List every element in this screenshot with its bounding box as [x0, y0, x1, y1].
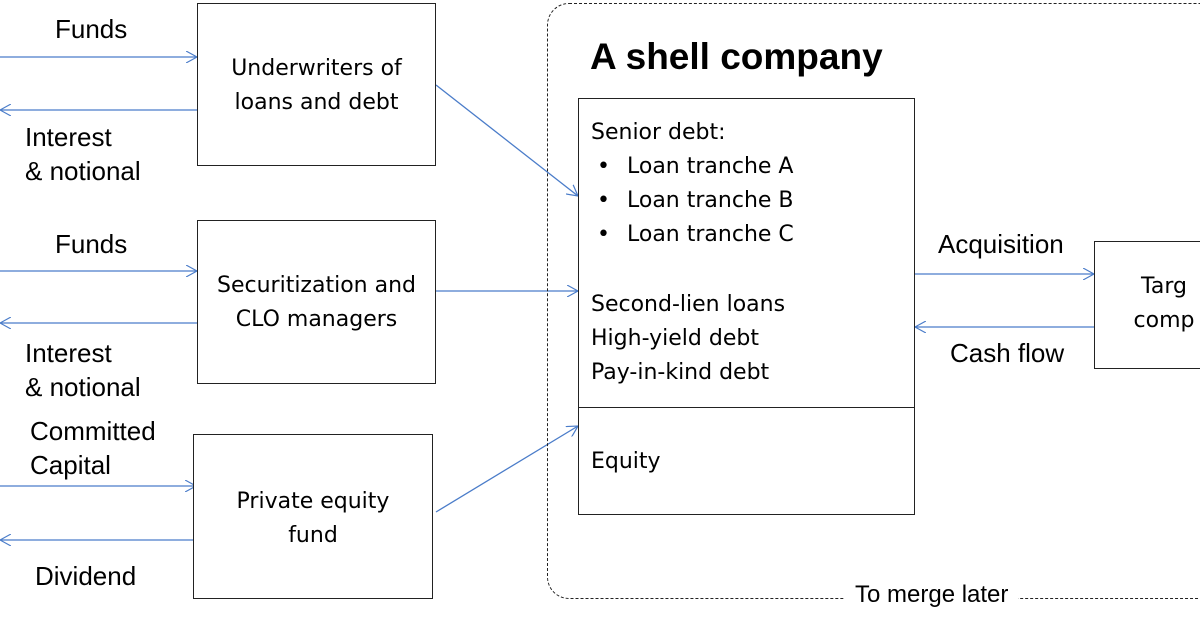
- debt-section: Senior debt: Loan tranche A Loan tranche…: [579, 99, 914, 390]
- funds-label-1: Funds: [55, 14, 128, 44]
- funds-label-2: Funds: [55, 229, 128, 259]
- capital-structure-box: Senior debt: Loan tranche A Loan tranche…: [578, 98, 915, 515]
- underwriters-line-1: Underwriters of: [231, 56, 402, 81]
- senior-debt-heading: Senior debt:: [591, 120, 726, 145]
- cash-flow-label: Cash flow: [950, 338, 1065, 368]
- securitization-line-1: Securitization and: [217, 273, 416, 298]
- securitization-line-2: CLO managers: [235, 307, 398, 332]
- target-line-2: comp: [1133, 308, 1195, 333]
- private-equity-line-1: Private equity: [236, 489, 390, 514]
- capital-label: Capital: [30, 450, 111, 480]
- target-line-1: Targ: [1141, 274, 1187, 299]
- pik-item: Pay-in-kind debt: [591, 360, 770, 385]
- equity-label: Equity: [591, 449, 661, 474]
- pe-to-equity-arrow: [435, 426, 578, 513]
- underwriters-line-2: loans and debt: [234, 90, 399, 115]
- private-equity-line-2: fund: [288, 523, 338, 548]
- tranche-b-item: Loan tranche B: [591, 184, 914, 218]
- notional-label-1: & notional: [25, 156, 141, 186]
- second-lien-item: Second-lien loans: [591, 292, 786, 317]
- merge-note: To merge later: [845, 579, 1019, 611]
- tranche-a-item: Loan tranche A: [591, 150, 914, 184]
- equity-divider: [579, 407, 914, 408]
- securitization-box: Securitization and CLO managers: [197, 220, 436, 384]
- interest-label-1: Interest: [25, 122, 112, 152]
- interest-label-2: Interest: [25, 338, 112, 368]
- committed-label: Committed: [30, 416, 156, 446]
- notional-label-2: & notional: [25, 372, 141, 402]
- shell-company-title: A shell company: [590, 36, 883, 77]
- acquisition-label: Acquisition: [938, 229, 1064, 259]
- dividend-label: Dividend: [35, 561, 137, 591]
- underwriters-to-senior-arrow: [435, 84, 578, 196]
- private-equity-box: Private equity fund: [193, 434, 433, 599]
- underwriters-box: Underwriters of loans and debt: [197, 3, 436, 166]
- high-yield-item: High-yield debt: [591, 326, 759, 351]
- target-company-box: Targ comp: [1094, 241, 1200, 369]
- tranche-c-item: Loan tranche C: [591, 218, 914, 252]
